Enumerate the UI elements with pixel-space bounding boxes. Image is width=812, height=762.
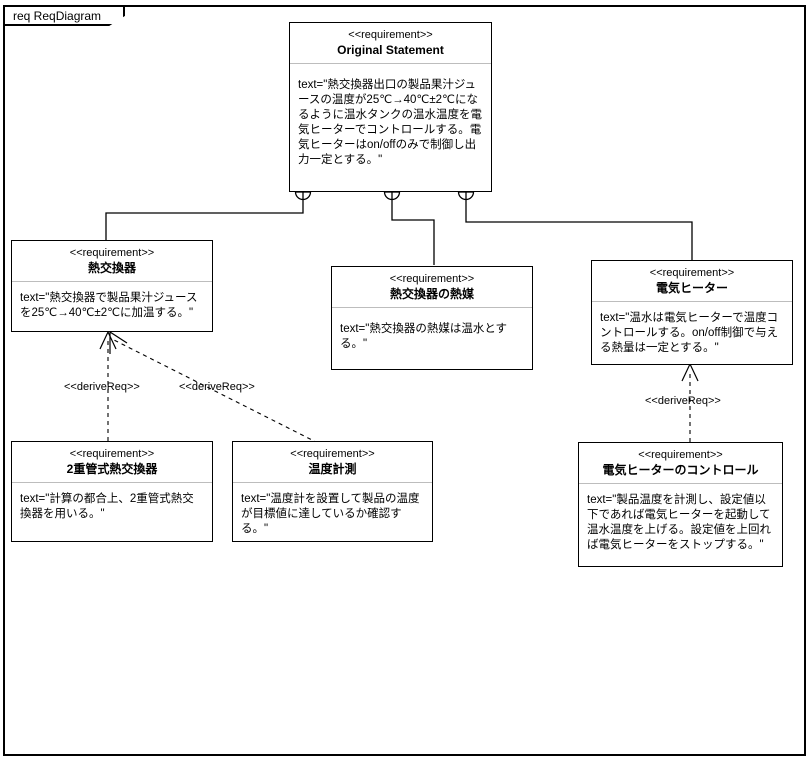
requirement-header: <<requirement>> 温度計測 [233,442,432,483]
requirement-header: <<requirement>> 電気ヒーター [592,261,792,302]
requirement-title: Original Statement [337,43,444,57]
requirement-text: text="温度計を設置して製品の温度が目標値に達しているか確認する。" [241,493,420,535]
requirement-block-electric-heater[interactable]: <<requirement>> 電気ヒーター text="温水は電気ヒーターで温… [591,260,793,365]
requirement-title: 電気ヒーター [655,281,728,295]
requirement-header: <<requirement>> 熱交換器の熱媒 [332,267,532,308]
requirement-header: <<requirement>> 熱交換器 [12,241,212,282]
requirement-title: 温度計測 [308,462,357,476]
requirement-stereotype: <<requirement>> [649,267,735,279]
requirement-title: 熱交換器の熱媒 [389,287,474,301]
relation-label-derive-heater-control: <<deriveReq>> [645,395,721,407]
requirement-title: 熱交換器 [87,261,136,275]
requirement-text: text="熱交換器の熱媒は温水とする。" [340,323,507,350]
requirement-text: text="熱交換器で製品果汁ジュースを25℃→40℃±2℃に加温する。" [20,292,198,319]
requirement-text: text="温水は電気ヒーターで温度コントロールする。on/off制御で与える熱… [600,312,779,354]
requirement-text: text="計算の都合上、2重管式熱交換器を用いる。" [20,493,194,520]
requirement-header: <<requirement>> 2重管式熱交換器 [12,442,212,483]
requirement-stereotype: <<requirement>> [290,448,375,460]
requirement-stereotype: <<requirement>> [69,448,155,460]
relation-label-derive-temperature-measurement: <<deriveReq>> [179,381,255,393]
requirement-block-original-statement[interactable]: <<requirement>> Original Statement text=… [289,22,492,192]
requirement-stereotype: <<requirement>> [638,449,723,461]
diagram-frame [3,5,806,756]
requirement-block-heat-medium[interactable]: <<requirement>> 熱交換器の熱媒 text="熱交換器の熱媒は温水… [331,266,533,370]
relation-label-derive-double-pipe: <<deriveReq>> [64,381,140,393]
requirement-stereotype: <<requirement>> [348,29,433,41]
requirement-block-temperature-measurement[interactable]: <<requirement>> 温度計測 text="温度計を設置して製品の温度… [232,441,433,542]
requirement-block-double-pipe[interactable]: <<requirement>> 2重管式熱交換器 text="計算の都合上、2重… [11,441,213,542]
requirement-stereotype: <<requirement>> [69,247,155,259]
requirement-text: text="熱交換器出口の製品果汁ジュースの温度が25℃→40℃±2℃になるよう… [298,79,482,166]
requirement-block-heater-control[interactable]: <<requirement>> 電気ヒーターのコントロール text="製品温度… [578,442,783,567]
requirement-title: 2重管式熱交換器 [66,462,158,476]
requirement-text: text="製品温度を計測し、設定値以下であれば電気ヒーターを起動して温水温度を… [587,494,771,551]
diagram-title-label: req ReqDiagram [13,8,102,23]
requirement-header: <<requirement>> 電気ヒーターのコントロール [579,443,782,484]
requirement-stereotype: <<requirement>> [389,273,475,285]
requirement-block-heat-exchanger[interactable]: <<requirement>> 熱交換器 text="熱交換器で製品果汁ジュース… [11,240,213,332]
diagram-title-tab: req ReqDiagram [3,5,126,26]
requirement-header: <<requirement>> Original Statement [290,23,491,64]
requirement-title: 電気ヒーターのコントロール [602,463,759,477]
